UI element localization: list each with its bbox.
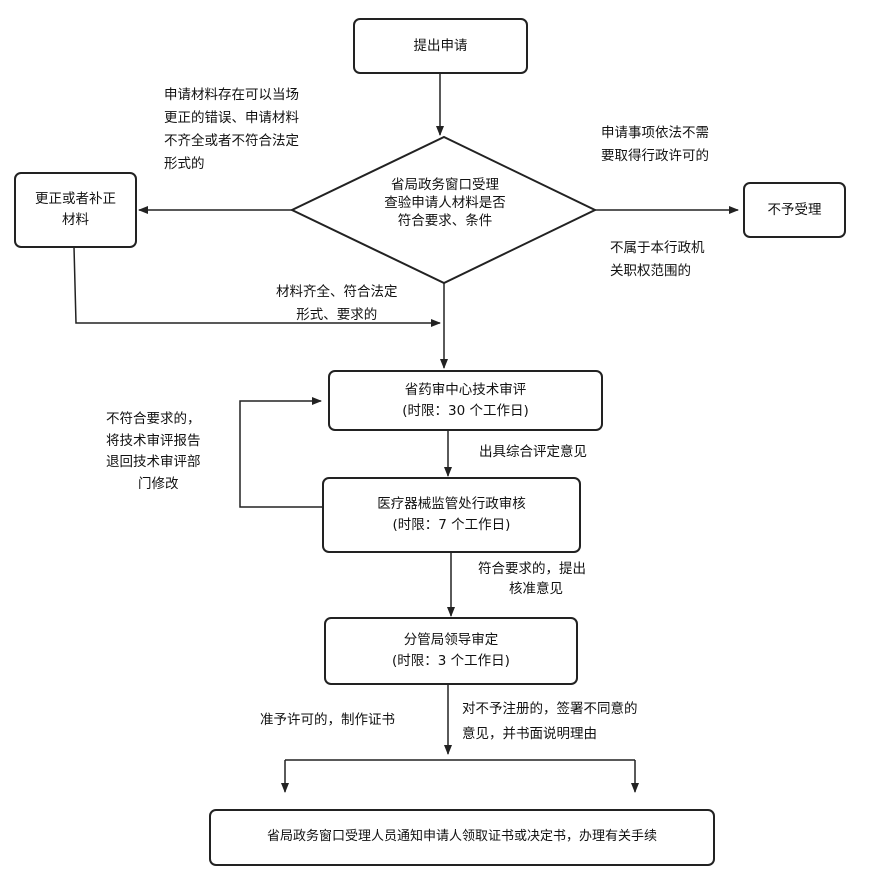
correct-materials-line-1: 更正或者补正 (35, 191, 116, 208)
out-of-scope-label: 不属于本行政机 关职权范围的 (610, 237, 705, 283)
return-line-3: 退回技术审评部 (106, 454, 201, 471)
administrative-review-box: 医疗器械监管处行政审核 (时限：7 个工作日) (322, 477, 581, 553)
comprehensive-opinion-label: 出具综合评定意见 (479, 441, 587, 464)
return-line-4: 门修改 (138, 475, 179, 492)
not-accepted-text: 不予受理 (767, 201, 822, 218)
deny-line-1: 对不予注册的，签署不同意的 (462, 701, 638, 717)
deny-registration-label: 对不予注册的，签署不同意的 意见，并书面说明理由 (462, 697, 638, 747)
submit-application-text: 提出申请 (413, 37, 468, 54)
no-permit-line-1: 申请事项依法不需 (601, 125, 709, 141)
approval-opinion-line-1: 符合要求的，提出 (478, 561, 586, 577)
correct-materials-line-2: 材料 (62, 212, 89, 228)
leader-approval-timelimit: (时限：3 个工作日) (392, 653, 510, 669)
technical-review-timelimit: (时限：30 个工作日) (402, 402, 529, 419)
return-line-2: 将技术审评报告 (106, 432, 201, 449)
approval-opinion-label: 符合要求的，提出 核准意见 (478, 559, 586, 600)
out-of-scope-line-2: 关职权范围的 (610, 262, 691, 279)
correctable-line-3: 不齐全或者不符合法定 (164, 132, 299, 149)
approval-opinion-line-2: 核准意见 (509, 581, 563, 598)
administrative-review-title: 医疗器械监管处行政审核 (377, 496, 526, 513)
grant-permit-label: 准予许可的，制作证书 (260, 709, 395, 732)
return-for-revision-label: 不符合要求的， 将技术审评报告 退回技术审评部 门修改 (106, 409, 201, 495)
correctable-line-1: 申请材料存在可以当场 (164, 87, 299, 103)
correct-materials-box: 更正或者补正 材料 (14, 172, 137, 248)
correctable-condition-label: 申请材料存在可以当场 更正的错误、申请材料 不齐全或者不符合法定 形式的 (164, 84, 299, 176)
no-permit-line-2: 要取得行政许可的 (601, 147, 709, 164)
acceptance-check-line-2: 查验申请人材料是否 (384, 195, 506, 212)
notification-box: 省局政务窗口受理人员通知申请人领取证书或决定书，办理有关手续 (209, 809, 715, 866)
administrative-review-timelimit: (时限：7 个工作日) (392, 517, 511, 533)
deny-line-2: 意见，并书面说明理由 (462, 725, 597, 742)
acceptance-check-line-1: 省局政务窗口受理 (391, 177, 499, 193)
comprehensive-opinion-text: 出具综合评定意见 (479, 444, 587, 460)
materials-complete-line-1: 材料齐全、符合法定 (276, 284, 398, 300)
materials-complete-label: 材料齐全、符合法定 形式、要求的 (276, 281, 398, 327)
grant-permit-text: 准予许可的，制作证书 (260, 712, 395, 728)
return-line-1: 不符合要求的， (106, 411, 201, 427)
out-of-scope-line-1: 不属于本行政机 (610, 240, 705, 256)
technical-review-title: 省药审中心技术审评 (404, 381, 527, 398)
notification-text: 省局政务窗口受理人员通知申请人领取证书或决定书，办理有关手续 (266, 829, 657, 845)
acceptance-check-line-3: 符合要求、条件 (397, 213, 493, 230)
correctable-line-4: 形式的 (164, 155, 205, 172)
not-accepted-box: 不予受理 (743, 182, 846, 238)
submit-application-box: 提出申请 (353, 18, 528, 74)
arrow-correct-to-flow (73, 246, 441, 327)
arrow-admin-to-tech-loop (239, 397, 322, 508)
no-permit-needed-label: 申请事项依法不需 要取得行政许可的 (601, 122, 709, 168)
leader-approval-box: 分管局领导审定 (时限：3 个工作日) (324, 617, 578, 685)
leader-approval-title: 分管局领导审定 (403, 632, 499, 649)
materials-complete-line-2: 形式、要求的 (296, 306, 378, 323)
technical-review-box: 省药审中心技术审评 (时限：30 个工作日) (328, 370, 603, 431)
correctable-line-2: 更正的错误、申请材料 (164, 109, 299, 126)
acceptance-check-text: 省局政务窗口受理 查验申请人材料是否 符合要求、条件 (345, 176, 545, 231)
